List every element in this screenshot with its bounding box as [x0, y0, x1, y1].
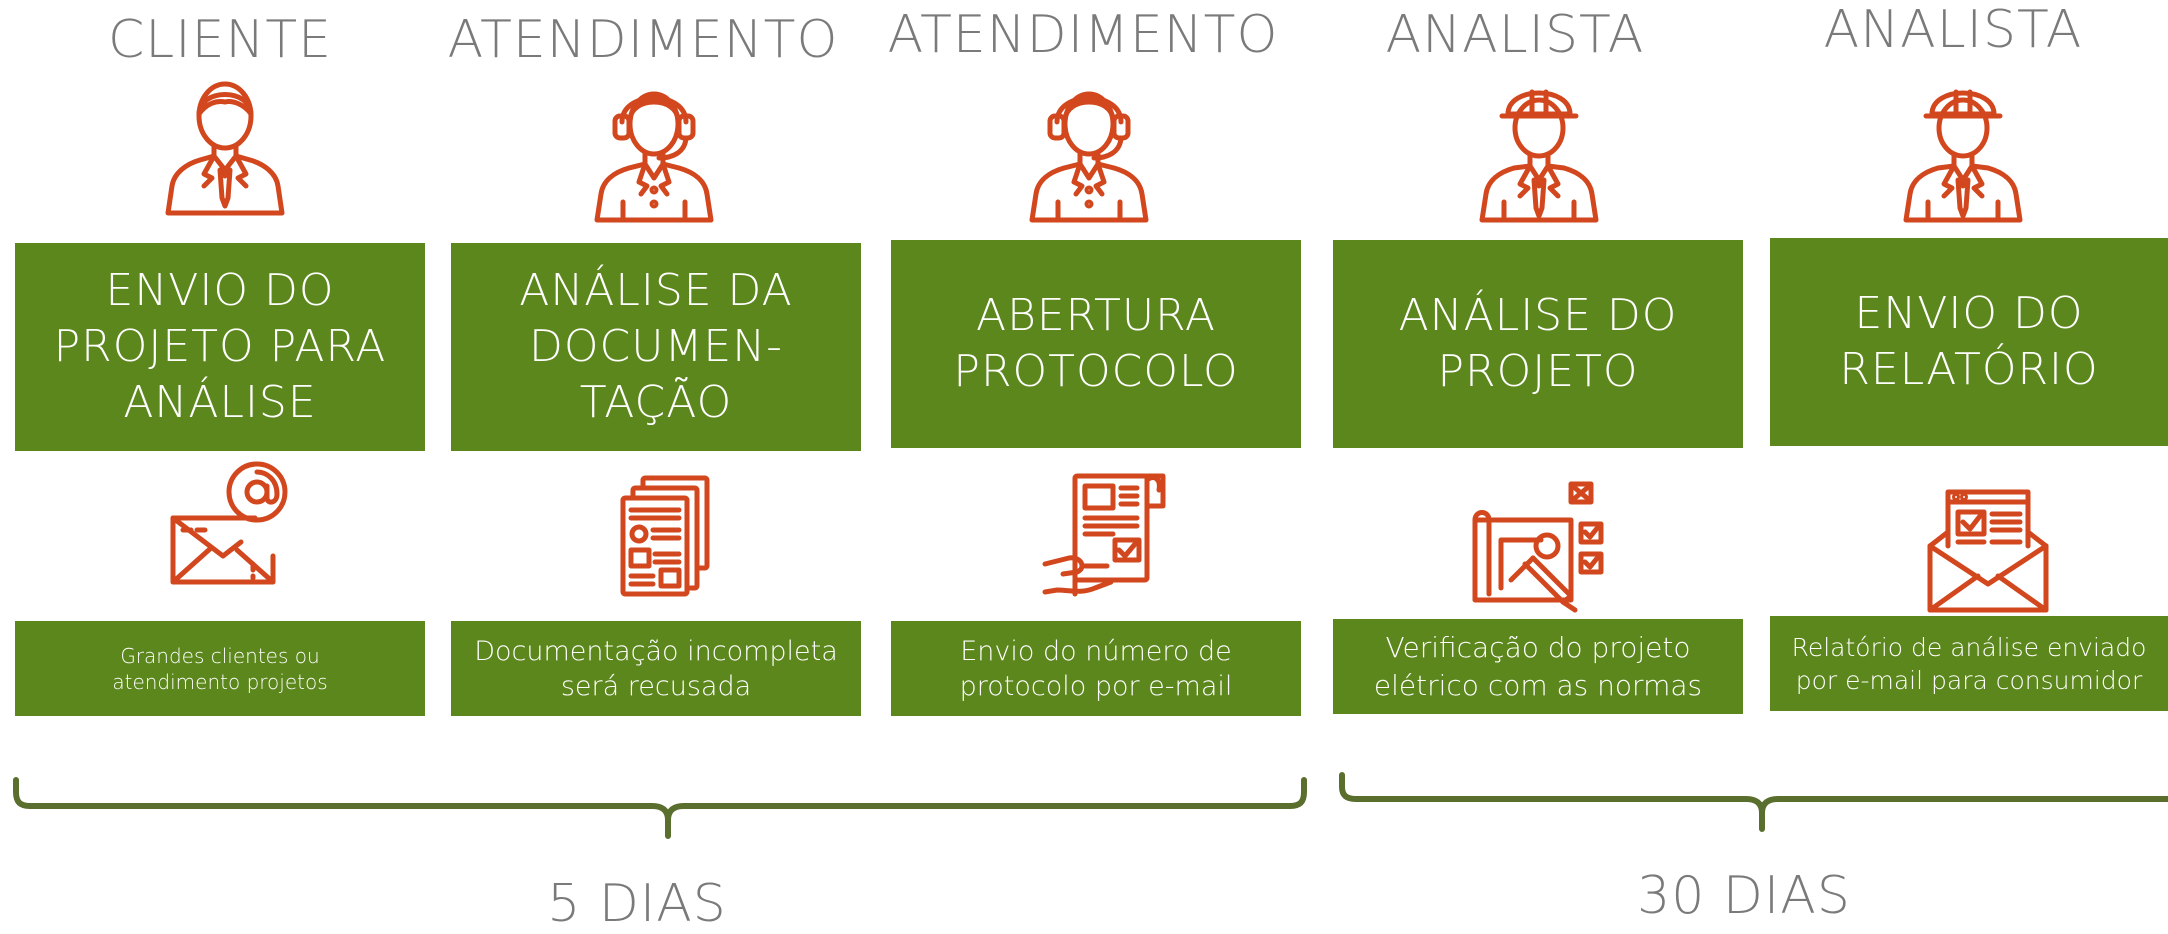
hardhat-engineer-icon: [1898, 82, 2028, 222]
step-title-envio-relatorio: ENVIO DO RELATÓRIO: [1770, 238, 2168, 446]
step-description-2: Documentação incompleta será recusada: [451, 621, 861, 716]
hardhat-engineer-icon: [1474, 82, 1604, 222]
step-title-analise-projeto: ANÁLISE DO PROJETO: [1333, 240, 1743, 448]
step-description-4: Verificação do projeto elétrico com as n…: [1333, 619, 1743, 714]
step-title-abertura-protocolo: ABERTURA PROTOCOLO: [891, 240, 1301, 448]
step-description-5: Relatório de análise enviado por e-mail …: [1770, 616, 2168, 711]
role-label-analista-2: ANALISTA: [1823, 0, 2083, 60]
role-label-atendimento-2: ATENDIMENTO: [887, 5, 1279, 65]
role-label-cliente: CLIENTE: [108, 10, 332, 70]
duration-5-dias: 5 DIAS: [547, 874, 727, 934]
report-envelope-icon: [1921, 484, 2061, 614]
duration-30-dias: 30 DIAS: [1637, 866, 1851, 926]
client-person-icon: [160, 78, 290, 218]
email-at-icon: [158, 460, 298, 590]
documents-icon: [600, 470, 740, 600]
role-label-analista-1: ANALISTA: [1385, 5, 1645, 65]
blueprint-checklist-icon: [1466, 480, 1606, 610]
headset-agent-icon: [1024, 82, 1154, 222]
step-title-envio-projeto: ENVIO DO PROJETO PARA ANÁLISE: [15, 243, 425, 451]
bracket-30-dias: [1339, 772, 2168, 832]
step-title-analise-documentacao: ANÁLISE DA DOCUMEN- TAÇÃO: [451, 243, 861, 451]
step-description-1: Grandes clientes ou atendimento projetos: [15, 621, 425, 716]
role-label-atendimento-1: ATENDIMENTO: [447, 10, 839, 70]
headset-agent-icon: [589, 82, 719, 222]
document-in-hand-icon: [1036, 470, 1176, 600]
bracket-5-dias: [13, 777, 1307, 839]
step-description-3: Envio do número de protocolo por e-mail: [891, 621, 1301, 716]
